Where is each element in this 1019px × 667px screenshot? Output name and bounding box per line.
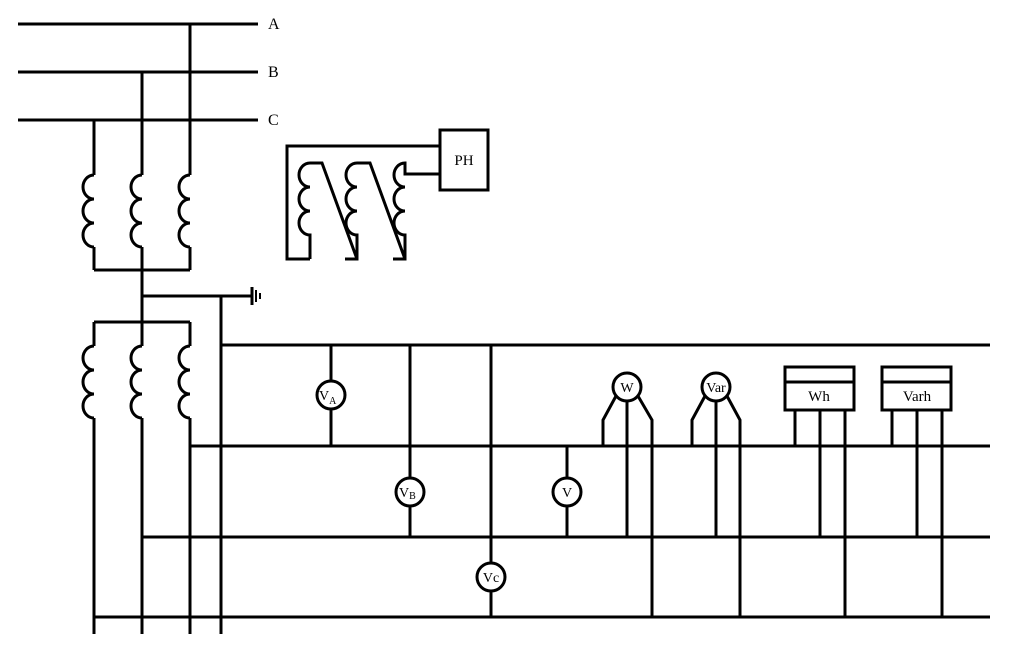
voltmeter-vc: Vc <box>475 345 507 617</box>
regulator-coil-3 <box>392 161 442 261</box>
regulator-coil-2 <box>344 161 407 261</box>
regulator-label: PH <box>454 153 473 169</box>
transformer-primary <box>81 24 192 272</box>
voltmeter-vc-dial <box>475 561 507 593</box>
voltmeter-va-dial <box>315 379 347 411</box>
voltmeter-va-label: VA <box>319 389 337 407</box>
varmeter-label: Var <box>706 381 726 396</box>
wattmeter-dial <box>611 371 643 403</box>
transformer-secondary <box>81 296 223 634</box>
voltmeter-line-label: V <box>562 486 572 501</box>
varhour-meter-box <box>880 365 953 412</box>
regulator-coil-1 <box>297 161 359 260</box>
wattmeter-label: W <box>620 381 634 396</box>
varmeter: Var <box>690 371 742 617</box>
regulator-loop <box>285 144 442 261</box>
voltmeter-va: VA <box>315 345 347 446</box>
primary-coil-3 <box>177 173 191 249</box>
varmeter-dial <box>700 371 732 403</box>
voltmeter-vb-dial <box>394 476 426 508</box>
bus-a-label: A <box>268 16 280 33</box>
secondary-coil-1 <box>81 344 95 420</box>
watthour-meter-label: Wh <box>808 389 830 405</box>
secondary-coil-3 <box>177 344 191 420</box>
voltmeter-vb-label: VB <box>399 486 416 502</box>
watthour-meter: Wh <box>783 365 856 617</box>
neutral-ground <box>140 270 261 305</box>
bus-b-label: B <box>268 64 279 81</box>
primary-coil-1 <box>81 173 95 249</box>
voltmeter-line: V <box>551 446 583 537</box>
regulator-section: PH <box>285 128 490 261</box>
varhour-meter: Varh <box>880 365 953 617</box>
watthour-meter-box <box>783 365 856 412</box>
bus-c-label: C <box>268 112 279 129</box>
voltmeter-vb: VB <box>394 345 426 537</box>
voltmeter-line-dial <box>551 476 583 508</box>
regulator-box <box>438 128 490 192</box>
wattmeter: W <box>601 371 654 617</box>
secondary-buses <box>94 343 990 619</box>
secondary-coil-2 <box>129 344 143 420</box>
voltmeter-vc-label: Vc <box>483 571 499 586</box>
ground-icon <box>250 287 261 305</box>
supply-buses: A B C <box>18 16 280 129</box>
primary-coil-2 <box>129 173 143 249</box>
varhour-meter-label: Varh <box>903 389 932 405</box>
